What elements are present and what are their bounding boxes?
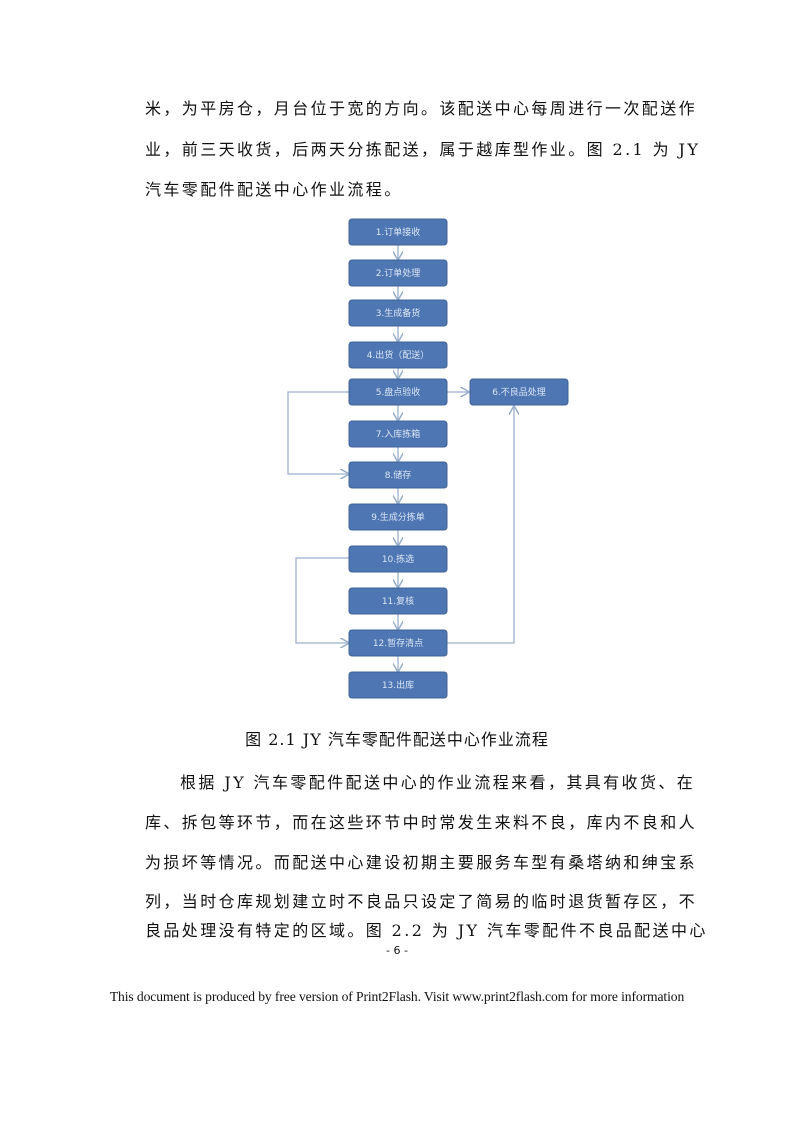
- flow-arrow-return: [447, 407, 514, 644]
- footer-notice: This document is produced by free versio…: [109, 989, 685, 1004]
- flow-step-3-label: 3.生成备货: [376, 307, 421, 319]
- paragraph-line: 业，前三天收货，后两天分拣配送，属于越库型作业。图 2.1 为 JY: [145, 140, 701, 159]
- flow-step-4: 4.出货（配送）: [348, 341, 448, 369]
- figure-caption: 图 2.1 JY 汽车零配件配送中心作业流程: [245, 730, 549, 749]
- paragraph-line: 为损坏等情况。而配送中心建设初期主要服务车型有桑塔纳和绅宝系: [145, 853, 698, 872]
- flow-step-10: 11.复核: [348, 587, 448, 615]
- flowchart-figure: 1.订单接收 2.订单处理 3.生成备货 4.出货（配送） 5.盘点验收 7.入库拣箱 8.…: [287, 218, 569, 699]
- paragraph-line: 列，当时仓库规划建立时不良品只设定了简易的临时退货暂存区，不: [145, 892, 698, 911]
- page-number: - 6 -: [386, 944, 408, 957]
- flow-step-2: 2.订单处理: [348, 259, 448, 287]
- flow-step-7: 8.储存: [348, 461, 448, 489]
- flow-step-5: 5.盘点验收: [348, 378, 448, 406]
- flow-step-1: 1.订单接收: [348, 218, 448, 246]
- paragraph-line: 库、拆包等环节，而在这些环节中时常发生来料不良，库内不良和人: [145, 813, 698, 832]
- flow-step-6-label: 7.入库拣箱: [376, 428, 421, 440]
- paragraph-line: 米，为平房仓，月台位于宽的方向。该配送中心每周进行一次配送作: [145, 99, 698, 118]
- flow-step-11: 12.暂存清点: [348, 629, 448, 657]
- flow-step-side-label: 6.不良品处理: [492, 386, 546, 398]
- flow-step-3: 3.生成备货: [348, 299, 448, 327]
- flow-step-7-label: 8.储存: [385, 469, 412, 481]
- flow-step-11-label: 12.暂存清点: [373, 637, 423, 649]
- flow-step-9: 10.拣选: [348, 545, 448, 573]
- paragraph-line: 良品处理没有特定的区域。图 2.2 为 JY 汽车零配件不良品配送中心: [145, 921, 708, 940]
- flow-step-1-label: 1.订单接收: [376, 226, 421, 238]
- paragraph-line: 汽车零配件配送中心作业流程。: [145, 180, 403, 199]
- flow-step-9-label: 10.拣选: [382, 553, 414, 565]
- flow-arrow-bypass: [287, 391, 349, 474]
- flow-step-6: 7.入库拣箱: [348, 420, 448, 448]
- flow-step-side: 6.不良品处理: [469, 378, 569, 406]
- flow-step-2-label: 2.订单处理: [376, 267, 421, 279]
- paragraph-line: 根据 JY 汽车零配件配送中心的作业流程来看，其具有收货、在: [180, 773, 696, 792]
- flow-step-12-label: 13.出库: [382, 679, 414, 691]
- flow-step-8-label: 9.生成分拣单: [371, 511, 425, 523]
- flow-step-8: 9.生成分拣单: [348, 503, 448, 531]
- flow-step-4-label: 4.出货（配送）: [367, 349, 430, 361]
- flow-step-12: 13.出库: [348, 671, 448, 699]
- flow-step-10-label: 11.复核: [382, 595, 414, 607]
- flow-arrow-bypass: [295, 557, 349, 643]
- flow-step-5-label: 5.盘点验收: [376, 386, 421, 398]
